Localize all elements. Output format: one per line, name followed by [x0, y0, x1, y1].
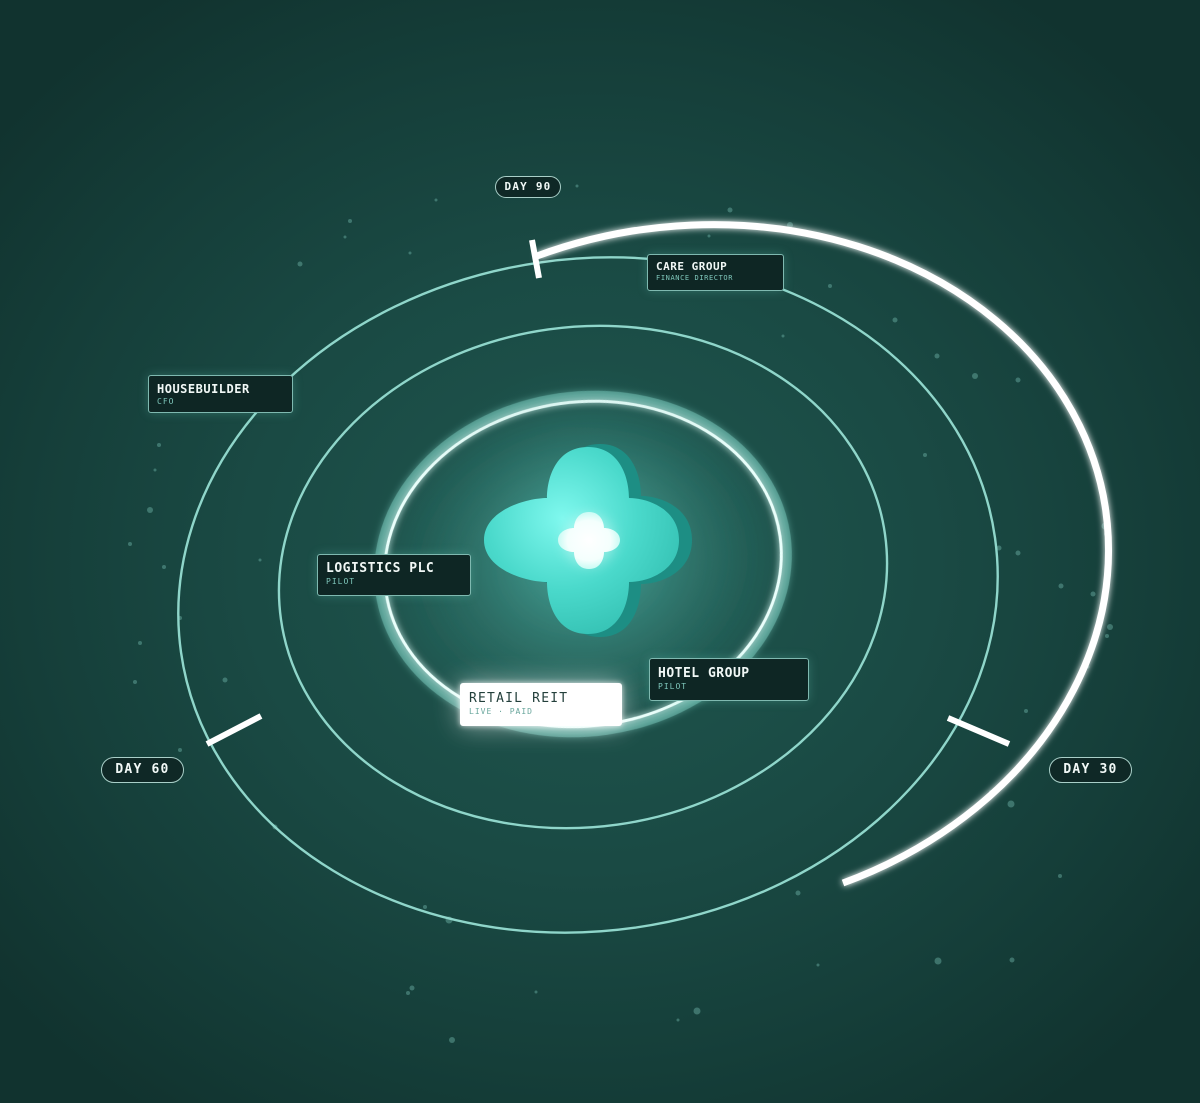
- dust-particle: [934, 957, 942, 965]
- account-name: CARE GROUP: [656, 260, 728, 273]
- dust-particle: [1024, 709, 1028, 713]
- dust-particle: [1105, 634, 1109, 638]
- dust-particle: [795, 890, 801, 896]
- day-90-tick: [529, 239, 542, 279]
- dust-particle: [1058, 583, 1064, 589]
- dust-particle: [222, 677, 228, 683]
- middle-orbit-ring: [277, 324, 889, 830]
- dust-particle: [147, 507, 153, 513]
- account-name: HOUSEBUILDER: [157, 382, 250, 396]
- dust-particle: [787, 222, 793, 228]
- account-card-housebuilder[interactable]: HOUSEBUILDER CFO: [148, 375, 293, 413]
- particle-field: [128, 184, 1113, 1043]
- dust-particle: [934, 353, 940, 359]
- day-60-label: DAY 60: [101, 757, 184, 783]
- dust-particle: [1015, 550, 1021, 556]
- dust-particle: [707, 234, 711, 238]
- dust-particle: [157, 443, 161, 447]
- dust-particle: [676, 1018, 680, 1022]
- account-name: RETAIL REIT: [469, 691, 569, 706]
- dust-particle: [297, 261, 303, 267]
- dust-particle: [828, 284, 832, 288]
- account-name: HOTEL GROUP: [658, 666, 750, 681]
- dust-particle: [1058, 874, 1062, 878]
- account-role: CFO: [157, 397, 175, 406]
- account-status: LIVE · PAID: [469, 707, 533, 716]
- dust-particle: [923, 453, 927, 457]
- dust-particle: [434, 198, 438, 202]
- dust-particle: [727, 207, 733, 213]
- dust-particle: [343, 235, 347, 239]
- account-name: LOGISTICS PLC: [326, 561, 435, 576]
- dust-particle: [423, 905, 427, 909]
- day-60-tick: [205, 713, 263, 747]
- dust-particle: [348, 219, 352, 223]
- dust-particle: [153, 468, 157, 472]
- dust-particle: [1107, 624, 1113, 630]
- dust-particle: [972, 373, 978, 379]
- account-card-hotel-group[interactable]: HOTEL GROUP PILOT: [649, 658, 809, 701]
- account-role: PILOT: [658, 682, 688, 691]
- dust-particle: [575, 184, 579, 188]
- dust-particle: [534, 990, 538, 994]
- four-point-star-icon: [484, 444, 692, 637]
- dust-particle: [408, 251, 412, 255]
- dust-particle: [1015, 377, 1021, 383]
- dust-particle: [178, 748, 182, 752]
- dust-particle: [1007, 800, 1015, 808]
- outer-orbit-ring: [177, 256, 999, 934]
- dust-particle: [781, 334, 785, 338]
- dust-particle: [258, 558, 262, 562]
- account-card-logistics-plc[interactable]: LOGISTICS PLC PILOT: [317, 554, 471, 596]
- dust-particle: [133, 680, 137, 684]
- dust-particle: [406, 991, 410, 995]
- day-90-label: DAY 90: [495, 176, 561, 198]
- dust-particle: [892, 317, 898, 323]
- account-role: PILOT: [326, 577, 356, 586]
- account-card-care-group[interactable]: CARE GROUP FINANCE DIRECTOR: [647, 254, 784, 291]
- dust-particle: [409, 985, 415, 991]
- dust-particle: [128, 542, 132, 546]
- account-role: FINANCE DIRECTOR: [656, 274, 734, 282]
- progress-arc: [535, 221, 1113, 887]
- dust-particle: [449, 1037, 455, 1043]
- dust-particle: [138, 641, 142, 645]
- dust-particle: [693, 1007, 701, 1015]
- dust-particle: [162, 565, 166, 569]
- dust-particle: [816, 963, 820, 967]
- dust-particle: [1090, 591, 1096, 597]
- dust-particle: [1009, 957, 1015, 963]
- day-30-label: DAY 30: [1049, 757, 1132, 783]
- account-card-retail-reit[interactable]: RETAIL REIT LIVE · PAID: [460, 683, 622, 726]
- day-30-tick: [946, 715, 1011, 747]
- dust-particle: [996, 545, 1002, 551]
